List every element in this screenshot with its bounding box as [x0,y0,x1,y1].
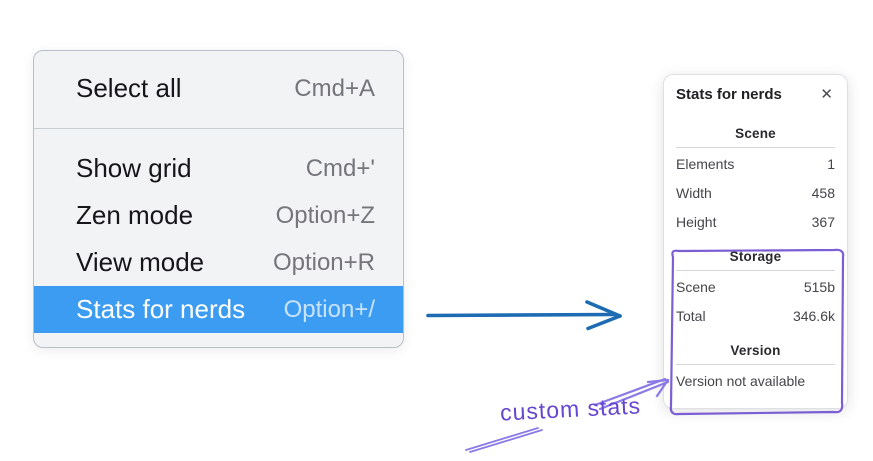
stat-label: Elements [676,156,735,172]
section-divider [676,364,835,365]
stat-row-total-size: Total 346.6k [676,302,835,331]
stat-label: Height [676,214,717,230]
menu-item-shortcut: Option+/ [283,295,375,323]
menu-item-select-all[interactable]: Select all Cmd+A [34,65,403,112]
stat-value: 458 [811,185,835,201]
stat-label: Total [676,308,706,324]
stats-panel: Stats for nerds ✕ Scene Elements 1 Width… [663,74,848,409]
menu-item-shortcut: Option+Z [275,201,375,229]
menu-item-shortcut: Cmd+A [294,74,375,102]
section-heading-scene: Scene [735,126,776,141]
context-menu: Select all Cmd+A Show grid Cmd+' Zen mod… [33,50,404,348]
version-note: Version not available [676,373,806,389]
stat-value: 1 [827,156,835,172]
menu-item-label: Stats for nerds [76,294,246,324]
section-divider [676,147,835,148]
stat-value: 515b [803,279,835,295]
menu-item-label: Select all [76,73,182,103]
stat-row-elements: Elements 1 [676,150,835,179]
menu-item-zen-mode[interactable]: Zen mode Option+Z [34,192,403,239]
menu-item-label: Zen mode [76,200,194,230]
section-heading-version: Version [730,343,781,358]
stat-row-scene-size: Scene 515b [676,273,835,302]
menu-item-label: View mode [76,247,205,277]
stat-row-width: Width 458 [676,179,835,208]
stat-label: Scene [676,279,716,295]
menu-divider [34,128,403,129]
section-divider [676,270,835,271]
stat-row-height: Height 367 [676,208,835,237]
flow-arrow[interactable] [420,290,632,342]
menu-item-shortcut: Option+R [272,248,375,276]
stat-label: Width [676,185,712,201]
menu-item-stats-for-nerds[interactable]: Stats for nerds Option+/ [34,286,403,333]
menu-item-shortcut: Cmd+' [305,154,375,182]
annotation-label[interactable]: custom stats [499,392,642,426]
section-heading-storage: Storage [729,249,782,264]
stat-value: 346.6k [792,308,835,324]
menu-item-label: Show grid [76,153,192,183]
menu-item-view-mode[interactable]: View mode Option+R [34,239,403,286]
menu-item-show-grid[interactable]: Show grid Cmd+' [34,145,403,192]
stat-value: 367 [811,214,835,230]
close-icon[interactable]: ✕ [820,86,833,103]
stats-panel-header: Stats for nerds ✕ [676,85,835,104]
stats-panel-title: Stats for nerds [676,86,782,103]
